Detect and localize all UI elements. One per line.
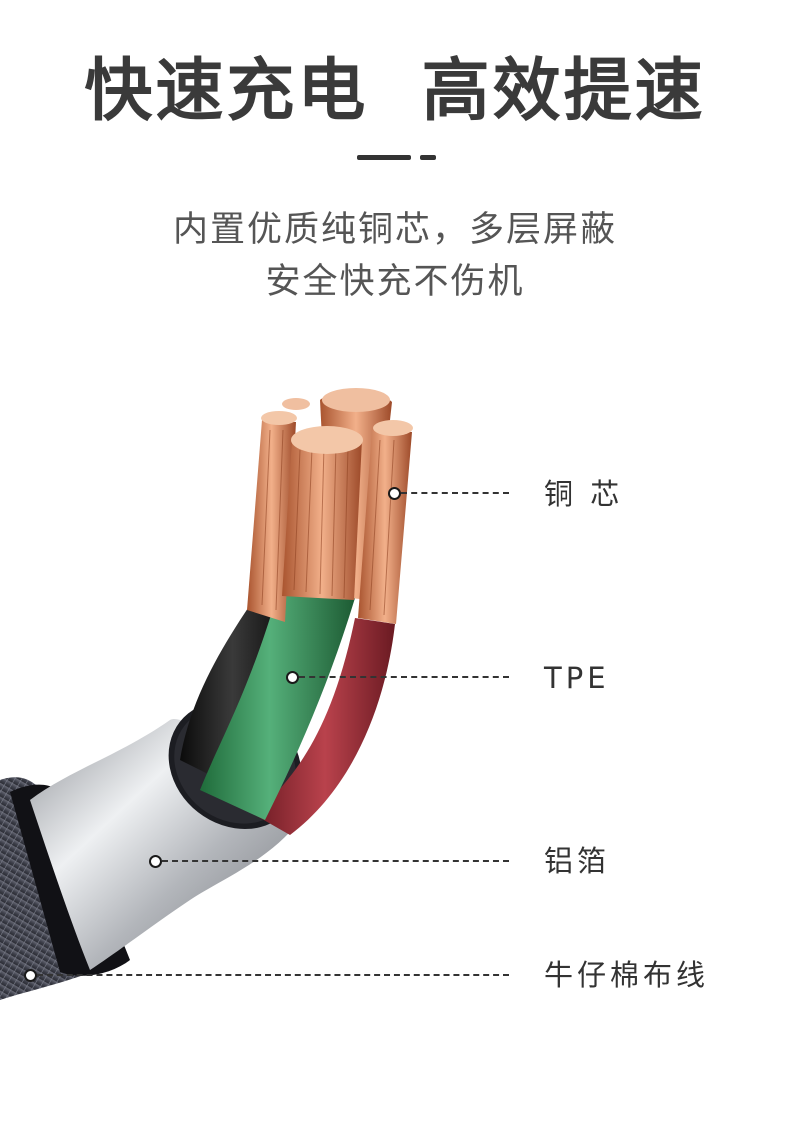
copper-core-pointer-dot (388, 487, 401, 500)
aluminum-foil-label: 铝箔 (544, 844, 611, 878)
aluminum-foil-leader-line (162, 860, 509, 862)
tpe-label: TPE (544, 661, 610, 695)
copper-strands-right (358, 430, 412, 624)
subtitle-line-2: 安全快充不伤机 (265, 262, 525, 302)
title-underline-long (357, 155, 411, 160)
page-title: 快速充电 高效提速 (84, 52, 706, 131)
tpe-pointer-dot (286, 671, 299, 684)
denim-braid-pointer-dot (24, 969, 37, 982)
denim-braid-leader-line (37, 974, 509, 976)
cable-cross-section-illustration (0, 388, 413, 1000)
black-wire (180, 605, 285, 780)
title-underline-short (420, 155, 436, 160)
denim-braid-label: 牛仔棉布线 (544, 958, 710, 992)
red-wire (255, 618, 395, 835)
tpe-leader-line (299, 676, 509, 678)
aluminum-foil-pointer-dot (149, 855, 162, 868)
copper-core-label: 铜 芯 (544, 477, 624, 511)
copper-core-leader-line (401, 492, 509, 494)
green-wire (200, 585, 355, 820)
subtitle-line-1: 内置优质纯铜芯，多层屏蔽 (172, 210, 617, 250)
